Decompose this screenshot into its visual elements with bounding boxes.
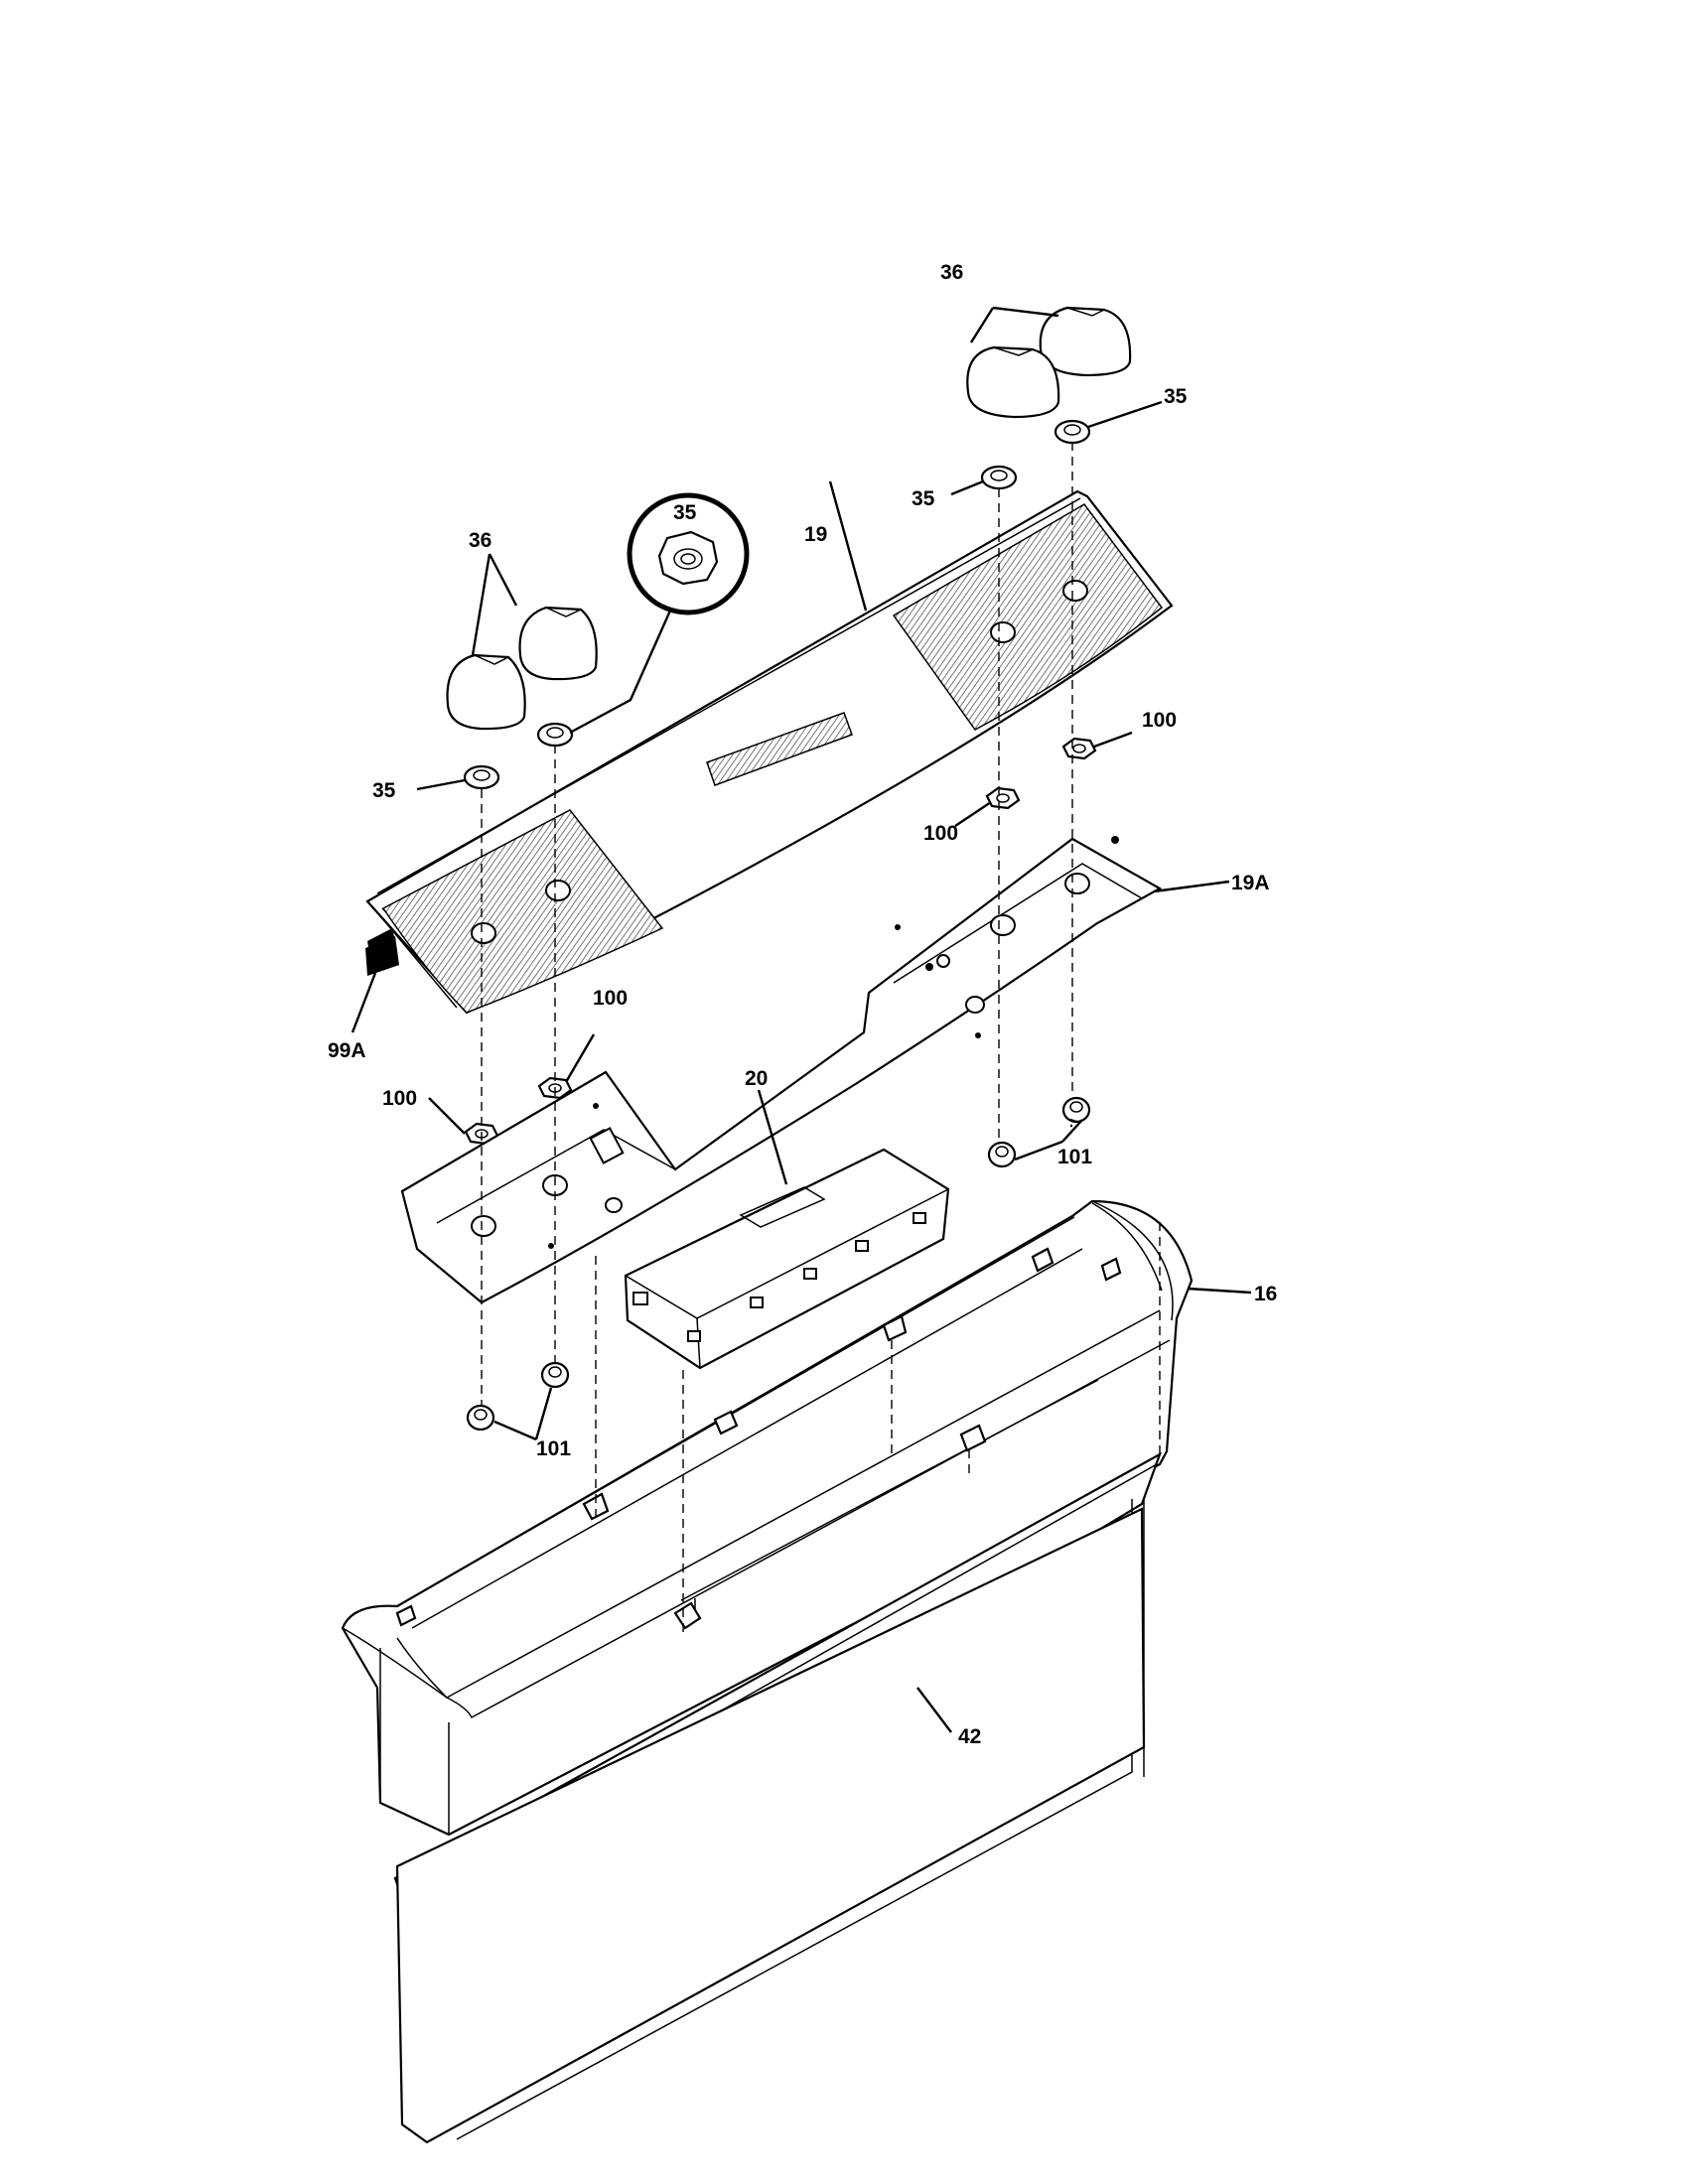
nut-100-right-upper xyxy=(1061,737,1097,760)
callout-nut-right-upper: 35 xyxy=(1164,385,1188,408)
nut-100-right-mid xyxy=(985,786,1021,810)
callout-nut-right-mid: 35 xyxy=(912,487,935,510)
knob-pair-left xyxy=(446,606,598,731)
backguard-housing-16 xyxy=(341,1199,1252,1837)
callout-knob-right: 36 xyxy=(940,261,963,284)
callout-nut-inset: 35 xyxy=(673,501,697,524)
knob-pair-right xyxy=(966,306,1132,419)
nut-101-right-upper xyxy=(1061,1096,1091,1124)
callout-nut-left: 35 xyxy=(372,779,396,802)
nut-35-left xyxy=(463,764,500,790)
nut-35-right-upper xyxy=(1054,419,1091,445)
callout-panel-19: 19 xyxy=(804,523,827,546)
leader-lines xyxy=(416,306,1163,1441)
callout-nut100-left-lower: 100 xyxy=(382,1087,417,1110)
nut-35-left-upper xyxy=(536,722,574,748)
wire-harness-99A xyxy=(351,936,399,1033)
callout-knob-left: 36 xyxy=(469,529,492,552)
alignment-lines xyxy=(481,442,1161,1638)
nut-detail-inset xyxy=(569,492,750,735)
callout-bracket-19A: 19A xyxy=(1231,872,1270,894)
callout-nut101-right: 101 xyxy=(1057,1146,1092,1168)
nut-101-left-upper xyxy=(540,1361,570,1389)
callout-nut100-right-mid: 100 xyxy=(923,822,958,845)
callout-housing-16: 16 xyxy=(1254,1283,1277,1305)
callout-nut100-left-upper: 100 xyxy=(593,987,628,1010)
control-board-20 xyxy=(624,1089,950,1370)
control-panel-19 xyxy=(365,480,1174,1015)
nut-35-right-mid xyxy=(980,465,1018,490)
callout-labels: 36 35 35 35 19 36 35 100 100 19A 99A 100… xyxy=(328,261,1277,1748)
nut-101-left-lower xyxy=(466,1404,495,1432)
callout-wire-99A: 99A xyxy=(328,1039,366,1062)
callout-vent-trim-42: 42 xyxy=(958,1725,981,1748)
vent-trim-42 xyxy=(393,1451,1163,2144)
callout-control-board-20: 20 xyxy=(745,1067,768,1090)
callout-nut100-right-upper: 100 xyxy=(1142,709,1177,732)
nut-101-right-lower xyxy=(987,1141,1017,1168)
callout-nut101-left: 101 xyxy=(536,1437,571,1460)
